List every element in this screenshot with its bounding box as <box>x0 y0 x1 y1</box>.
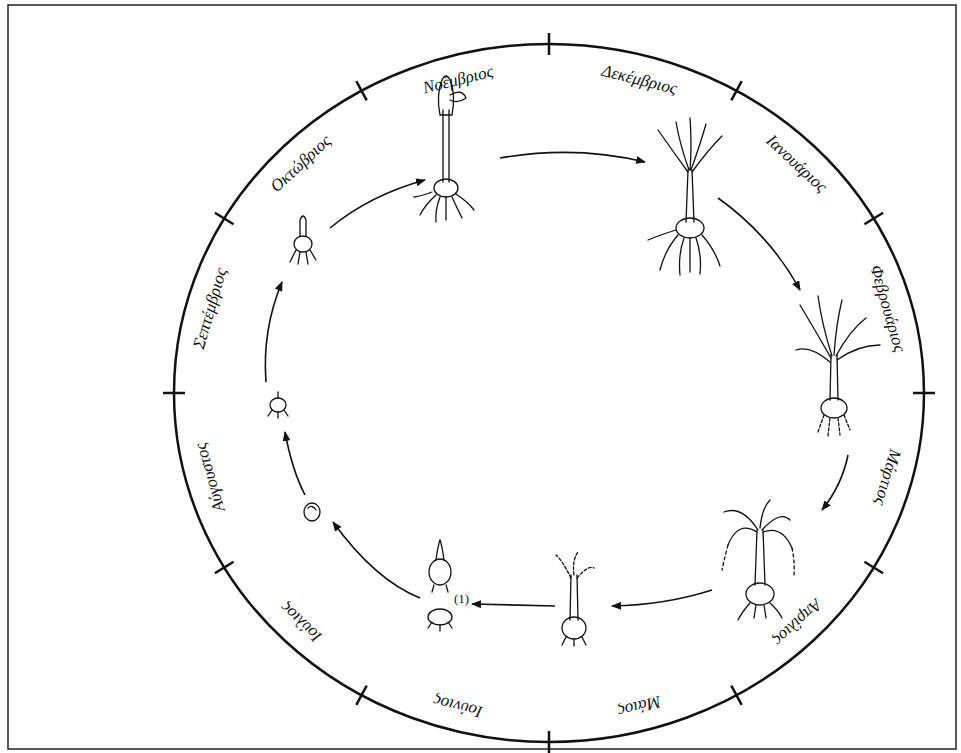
month-label: Ιούνιος <box>432 693 484 722</box>
month-tick <box>163 392 185 395</box>
month-tick <box>356 686 366 705</box>
month-tick <box>913 392 935 395</box>
month-ticks <box>163 33 935 753</box>
month-label: Απρίλιος <box>770 596 825 649</box>
month-tick <box>731 686 741 705</box>
month-tick <box>548 731 551 753</box>
month-label: Μάρτιος <box>872 447 904 507</box>
month-label: Μάιος <box>617 693 663 720</box>
month-tick <box>215 213 234 225</box>
month-label: Αύγουστος <box>192 441 228 514</box>
month-tick <box>864 213 883 225</box>
month-label: Οκτώβριος <box>267 131 334 195</box>
month-label: Σεπτέμβριος <box>190 266 229 351</box>
year-ring <box>174 44 924 742</box>
month-tick <box>356 81 366 100</box>
cycle-arrows <box>265 152 848 606</box>
month-label: Ιανουάριος <box>764 131 831 195</box>
month-label: Νοέμβριος <box>421 62 495 96</box>
month-label: Δεκέμβριος <box>600 62 679 97</box>
plant-drawings <box>268 76 880 646</box>
month-tick <box>215 562 234 574</box>
month-tick <box>864 562 883 574</box>
month-tick <box>731 81 741 100</box>
month-tick <box>548 33 551 55</box>
callout-number: (1) <box>453 592 470 605</box>
frame <box>8 5 956 749</box>
